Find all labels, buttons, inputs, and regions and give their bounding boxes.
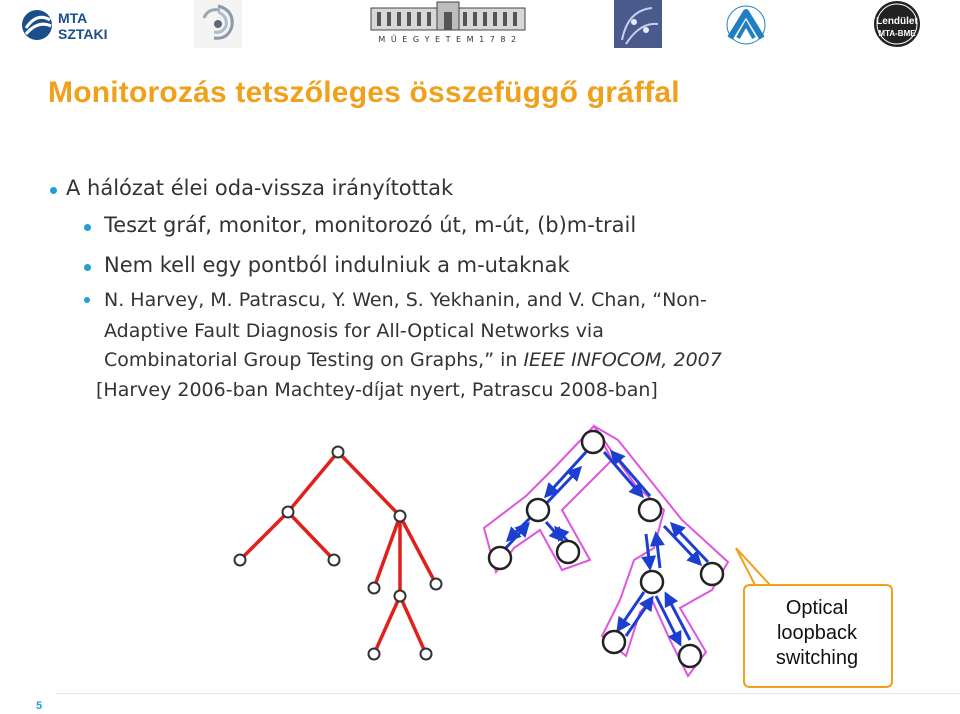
mta-sztaki-logo: MTA SZTAKI [22, 10, 108, 42]
red-tree [238, 450, 438, 656]
citation-line-3: Combinatorial Group Testing on Graphs,” … [104, 345, 722, 375]
triangle-logo [726, 5, 766, 45]
logo-bar: MTA SZTAKI M Ű E G Y E T E M 1 7 8 2 Len… [0, 0, 960, 50]
red-tree-nodes [233, 445, 443, 661]
callout-text: Optical loopback switching [746, 596, 888, 671]
muegyetem-logo: M Ű E G Y E T E M 1 7 8 2 [370, 1, 526, 44]
bullet-level2: Nem kell egy pontból indulniuk a m-utakn… [84, 253, 944, 281]
citation-line-2: Adaptive Fault Diagnosis for All-Optical… [104, 320, 604, 342]
callout-bubble [735, 547, 893, 688]
bullet-text: Nem kell egy pontból indulniuk a m-utakn… [104, 253, 570, 277]
citation-bullet: N. Harvey, M. Patrascu, Y. Wen, S. Yekha… [84, 285, 954, 415]
citation-venue: IEEE INFOCOM, 2007 [523, 349, 722, 371]
bullet-dot [84, 224, 91, 231]
lendulet-logo: Lendület MTA-BME [874, 1, 920, 47]
page-number: 5 [36, 700, 43, 712]
bullet-text: Teszt gráf, monitor, monitorozó út, m-út… [104, 213, 637, 237]
mta-bme-logo-text: MTA-BME [878, 29, 916, 38]
citation-text: Combinatorial Group Testing on Graphs,” … [104, 349, 524, 371]
mta-logo-text: MTA [58, 10, 87, 26]
bullet-dot [50, 187, 57, 194]
citation-note: [Harvey 2006-ban Machtey-díjat nyert, Pa… [96, 379, 658, 401]
bullet-dot [84, 264, 91, 271]
callout-line-2: loopback [776, 622, 858, 644]
sztaki-logo-text: SZTAKI [58, 26, 108, 42]
muegyetem-caption: M Ű E G Y E T E M 1 7 8 2 [378, 34, 517, 44]
loopback-nodes [487, 429, 725, 669]
loopback-arrows [502, 449, 710, 647]
footer-divider [56, 693, 960, 694]
slide-title: Monitorozás tetszőleges összefüggő gráff… [48, 76, 680, 109]
bullet-level2: Teszt gráf, monitor, monitorozó út, m-út… [84, 213, 944, 241]
bullet-dot [84, 297, 90, 303]
bullet-level1: A hálózat élei oda-vissza irányítottak [48, 176, 948, 204]
lendulet-logo-text: Lendület [876, 16, 918, 27]
swirl-logo [194, 0, 242, 48]
network-logo [614, 0, 662, 48]
callout-line-1: Optical [785, 597, 849, 619]
bullet-text: A hálózat élei oda-vissza irányítottak [66, 176, 454, 200]
citation-line-1: N. Harvey, M. Patrascu, Y. Wen, S. Yekha… [104, 289, 707, 311]
callout-line-3: switching [775, 647, 859, 669]
